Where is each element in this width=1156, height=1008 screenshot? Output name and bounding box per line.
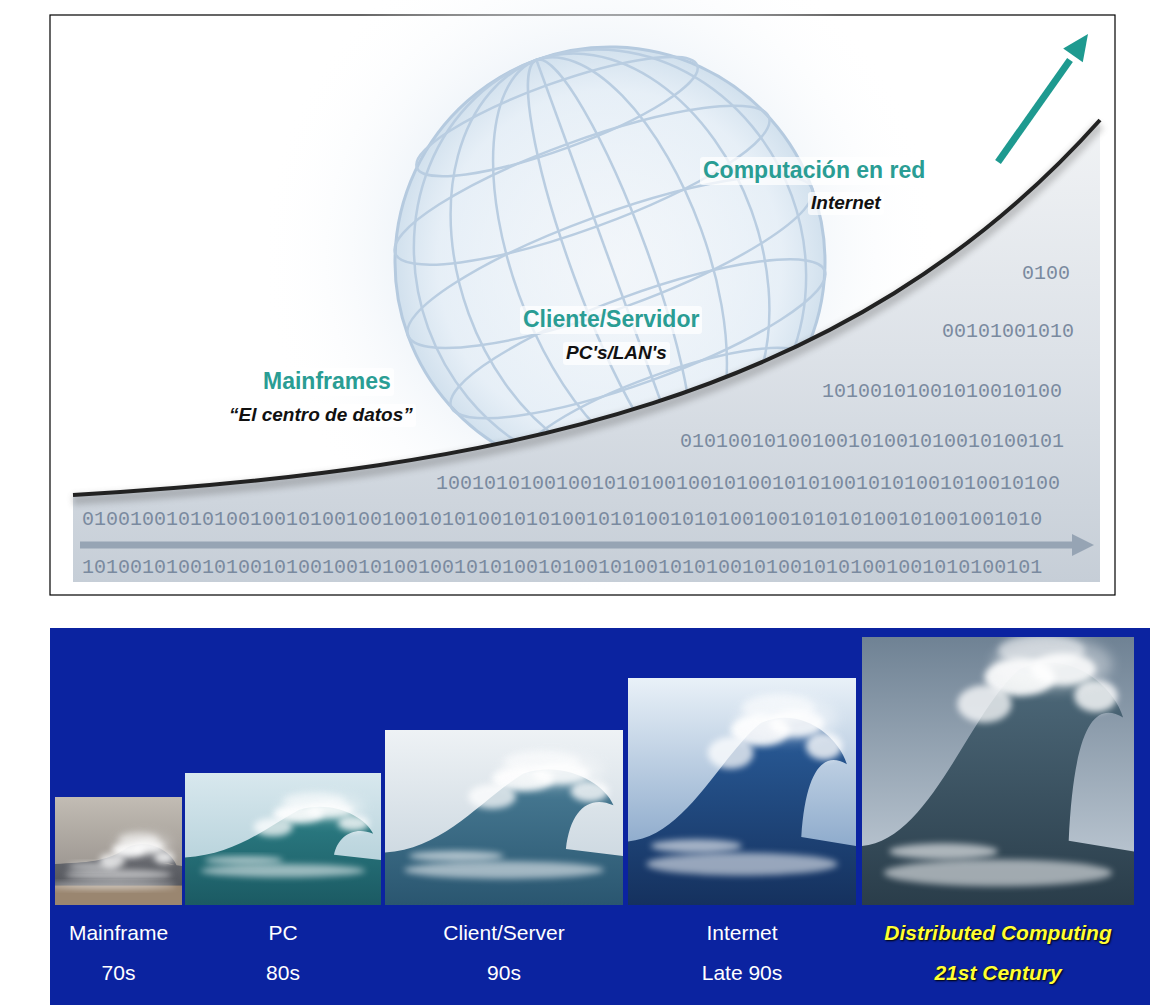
binary-digits: 01010010100100101001010010100101 [680,430,1064,454]
era-caption: Distributed Computing21st Century [862,913,1134,993]
era-date: 90s [385,953,623,993]
growth-area [73,120,1100,582]
era-date: 21st Century [862,953,1134,993]
wave-picture [385,730,623,905]
wave-picture [628,678,856,905]
time-arrow [80,542,1074,549]
binary-digits: 1001010100100101010010010100101010010101… [436,472,1060,496]
binary-digits: 0100100101010010010100100100101010010101… [82,508,1042,532]
stage-subtitle: “El centro de datos” [226,404,416,427]
era-panel: Mainframe70s [55,797,182,998]
wave-picture [185,773,381,905]
era-panel: Distributed Computing21st Century [862,637,1134,998]
binary-digits: 00101001010 [942,320,1074,344]
binary-digits: 10100101001010010100 [822,380,1062,404]
era-caption: InternetLate 90s [628,913,856,993]
era-name: PC [185,913,381,953]
era-caption: PC80s [185,913,381,993]
stage-name: Cliente/Servidor [520,306,702,334]
stage-subtitle: PC's/LAN's [563,342,670,365]
binary-digits: 1010010100101001010010010100100101010010… [82,556,1042,580]
era-date: 70s [55,953,182,993]
era-name: Client/Server [385,913,623,953]
stage-name: Mainframes [260,368,394,396]
era-panel: InternetLate 90s [628,678,856,998]
binary-digits: 0100 [1022,262,1070,286]
stage-subtitle: Internet [808,192,884,215]
era-name: Internet [628,913,856,953]
era-panel: PC80s [185,773,381,998]
era-caption: Mainframe70s [55,913,182,993]
trend-arrow [998,60,1070,162]
blue-band [50,628,1150,1005]
era-caption: Client/Server90s [385,913,623,993]
stage-name: Computación en red [700,157,928,185]
era-date: 80s [185,953,381,993]
era-name: Mainframe [55,913,182,953]
growth-curve [73,120,1100,495]
wave-picture [862,637,1134,905]
era-panel: Client/Server90s [385,730,623,998]
era-name: Distributed Computing [862,913,1134,953]
era-date: Late 90s [628,953,856,993]
wave-picture [55,797,182,905]
